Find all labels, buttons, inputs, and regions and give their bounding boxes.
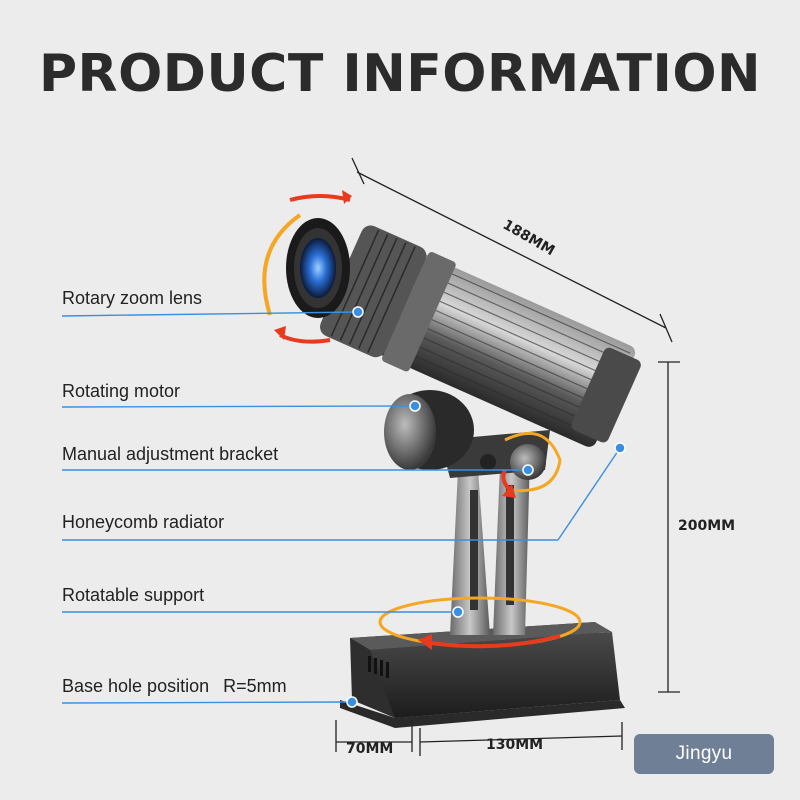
projector-body: [320, 225, 641, 447]
dimension-base-depth: 70MM: [346, 741, 394, 757]
zoom-lens: [286, 218, 350, 318]
rotation-arrows: [262, 190, 582, 650]
callout-dots: [346, 306, 626, 708]
dimension-base-width: 130MM: [486, 737, 544, 753]
callout-manual-adjustment-bracket: Manual adjustment bracket: [62, 444, 279, 464]
callout-rotatable-support: Rotatable support: [62, 585, 205, 605]
brand-badge: Jingyu: [634, 734, 774, 774]
callout-base-hole-position: Base hole position R=5mm: [62, 676, 287, 697]
callout-lines: [61, 311, 621, 704]
dimension-height: 200MM: [678, 518, 736, 534]
callout-base-hole-radius: R=5mm: [223, 676, 287, 696]
adjustment-knob: [480, 444, 546, 480]
rotating-motor: [384, 390, 474, 470]
callout-rotary-zoom-lens: Rotary zoom lens: [62, 288, 203, 308]
page-title: PRODUCT INFORMATION: [38, 44, 762, 104]
callout-honeycomb-radiator: Honeycomb radiator: [62, 512, 225, 532]
callout-base-hole-label: Base hole position: [62, 676, 210, 696]
callout-rotating-motor: Rotating motor: [62, 381, 181, 401]
dimension-lines: [335, 157, 680, 756]
base-box: [340, 622, 625, 728]
